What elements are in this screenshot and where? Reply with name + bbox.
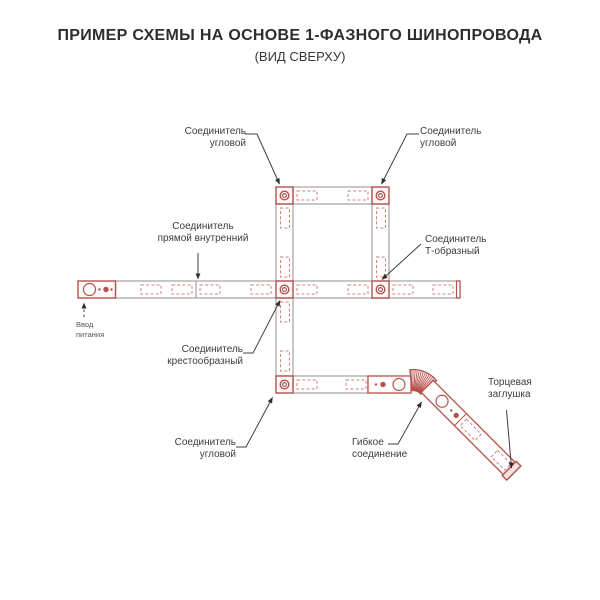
- connector-t-shaped: [371, 280, 390, 299]
- leader-corner-top-left: [245, 133, 280, 185]
- leader-t-shaped: [381, 243, 422, 280]
- connector-corner-top-right: [371, 186, 390, 205]
- page-subtitle: (ВИД СВЕРХУ): [254, 49, 346, 64]
- end-cap-diagonal: [501, 460, 522, 482]
- track-diagonal: [420, 379, 522, 482]
- label-end-cap: Торцевая заглушка: [488, 377, 532, 400]
- leader-cross-shaped: [243, 300, 281, 354]
- label-power-input: Ввод питания: [76, 320, 105, 339]
- label-flexible: Гибкое соединение: [352, 437, 408, 460]
- track-bottom-horizontal: [292, 375, 369, 394]
- label-cross-shaped: Соединитель крестообразный: [167, 344, 243, 367]
- label-corner-bottom: Соединитель угловой: [174, 437, 236, 460]
- leader-corner-bottom: [236, 397, 273, 448]
- leader-corner-top-right: [381, 133, 419, 185]
- connector-corner-bottom: [275, 375, 294, 394]
- power-input-block: [77, 280, 117, 299]
- end-cap-right: [455, 280, 461, 299]
- page-title: ПРИМЕР СХЕМЫ НА ОСНОВЕ 1-ФАЗНОГО ШИНОПРО…: [57, 27, 543, 44]
- connector-corner-top-left: [275, 186, 294, 205]
- label-corner-top-right: Соединитель угловой: [420, 126, 482, 149]
- track-right-vertical: [371, 203, 390, 282]
- leader-end-cap: [506, 409, 514, 469]
- coupling-dashed-marks: [140, 190, 454, 390]
- label-straight-internal: Соединитель прямой внутренний: [157, 221, 249, 244]
- leader-lines: [81, 133, 514, 469]
- power-feed-circle: [82, 282, 97, 297]
- connector-cross: [275, 280, 294, 299]
- connectors: [275, 186, 390, 394]
- flexible-connector-feed-piece: [367, 375, 412, 394]
- label-corner-top-left: Соединитель угловой: [184, 126, 246, 149]
- track-lower-vertical: [275, 297, 294, 377]
- track-top-horizontal: [292, 186, 373, 205]
- leader-flexible: [388, 401, 422, 445]
- page-header: ПРИМЕР СХЕМЫ НА ОСНОВЕ 1-ФАЗНОГО ШИНОПРО…: [0, 26, 600, 66]
- label-t-shaped: Соединитель Т-образный: [425, 234, 487, 257]
